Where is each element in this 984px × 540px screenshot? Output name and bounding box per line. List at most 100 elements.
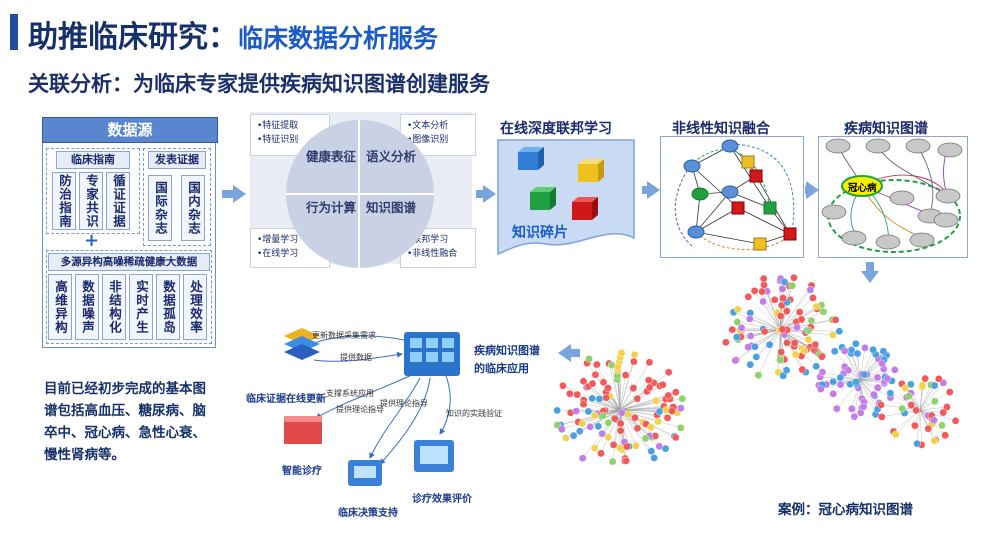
network-node xyxy=(608,457,617,466)
network-node xyxy=(650,454,658,462)
flow-arrow-head xyxy=(483,185,496,203)
network-node xyxy=(645,358,654,367)
source-item: 数据噪声 xyxy=(75,274,99,340)
graph-node xyxy=(691,187,709,201)
network-node xyxy=(579,377,588,386)
network-node xyxy=(758,287,766,296)
network-node xyxy=(840,347,849,355)
network-node xyxy=(760,327,769,336)
circle-divider-h xyxy=(286,193,434,195)
network-node xyxy=(573,390,582,399)
network-node xyxy=(836,380,845,389)
network-node xyxy=(585,355,593,363)
network-node xyxy=(604,433,613,442)
graph-node xyxy=(683,159,701,173)
flow-arrow xyxy=(222,190,234,198)
network-node xyxy=(598,429,606,438)
case-caption: 案例：冠心病知识图谱 xyxy=(778,502,913,518)
network-node xyxy=(921,374,929,383)
network-node xyxy=(633,424,642,433)
network-node xyxy=(878,359,886,368)
network-node xyxy=(930,416,938,425)
network-node xyxy=(745,315,754,323)
network-node xyxy=(588,394,597,403)
network-node xyxy=(604,384,612,392)
network-node xyxy=(938,421,946,430)
network-node xyxy=(746,360,755,369)
network-node xyxy=(778,285,787,293)
green-cube-icon xyxy=(530,187,556,210)
quadrant-behavior-computing: 行为计算 xyxy=(306,200,357,215)
network-node xyxy=(588,379,597,388)
network-node xyxy=(578,454,587,462)
network-node xyxy=(883,374,892,383)
page-subtitle: 关联分析：为临床专家提供疾病知识图谱创建服务 xyxy=(28,72,490,96)
network-node xyxy=(877,401,885,409)
network-node xyxy=(594,422,603,431)
network-node xyxy=(621,371,630,379)
network-node xyxy=(663,414,672,422)
network-node xyxy=(790,273,798,282)
source-item: 高维异构 xyxy=(48,274,72,340)
network-node xyxy=(641,434,650,443)
network-node xyxy=(930,436,939,445)
network-node xyxy=(610,414,619,423)
quadrant-semantic-analysis: 语义分析 xyxy=(366,149,417,164)
case-network-graph xyxy=(553,273,960,466)
plus-sign: + xyxy=(84,230,100,251)
network-node xyxy=(590,444,599,452)
source-item: 数据孤岛 xyxy=(156,274,180,340)
network-node xyxy=(901,384,910,393)
network-node xyxy=(924,424,933,433)
network-node xyxy=(652,396,660,405)
network-node xyxy=(853,349,862,358)
network-node xyxy=(830,347,839,356)
network-node xyxy=(654,417,662,426)
evidence-update-label: 临床证据在线更新 xyxy=(246,394,326,405)
graph-node xyxy=(763,201,777,215)
flow-arrow-head xyxy=(806,181,819,199)
network-node xyxy=(783,339,791,347)
network-node xyxy=(671,433,680,442)
database-icon xyxy=(284,416,322,444)
network-node xyxy=(911,421,919,430)
network-node xyxy=(760,281,768,289)
network-node xyxy=(891,430,900,439)
network-node xyxy=(874,383,882,392)
clinical-guideline-group xyxy=(46,148,140,234)
graph-node xyxy=(741,155,755,169)
quadrant-knowledge-graph: 知识图谱 xyxy=(366,200,417,215)
source-item: 处理效率 xyxy=(183,274,207,340)
edge-label: 支撑系统应用 xyxy=(326,389,374,398)
network-node xyxy=(622,456,630,465)
graph-node xyxy=(783,227,797,241)
network-node xyxy=(777,348,785,356)
network-node xyxy=(809,294,817,302)
network-node xyxy=(624,410,633,419)
network-node xyxy=(614,363,622,371)
red-cube-icon xyxy=(572,197,598,220)
source-item: 专家共识 xyxy=(79,172,103,230)
network-node xyxy=(797,315,806,324)
network-node xyxy=(617,409,626,417)
network-node xyxy=(623,442,631,451)
network-node xyxy=(829,377,837,386)
network-node xyxy=(722,338,730,347)
network-node xyxy=(931,397,939,406)
source-item: 非结构化 xyxy=(102,274,126,340)
network-node xyxy=(812,362,821,371)
network-node xyxy=(782,307,791,315)
network-node xyxy=(647,423,655,432)
network-node xyxy=(907,401,915,409)
network-node xyxy=(655,442,664,451)
source-item: 实时产生 xyxy=(129,274,153,340)
network-node xyxy=(658,381,667,389)
network-node xyxy=(811,340,820,349)
completed-graphs-description: 目前已经初步完成的基本图谱包括高血压、糖尿病、脑卒中、冠心病、急性心衰、慢性肾病… xyxy=(44,381,206,463)
bigdata-group xyxy=(46,250,212,344)
network-node xyxy=(737,324,746,332)
network-node xyxy=(829,331,837,339)
network-node xyxy=(779,294,787,302)
network-node xyxy=(861,344,869,352)
network-node xyxy=(831,316,840,324)
